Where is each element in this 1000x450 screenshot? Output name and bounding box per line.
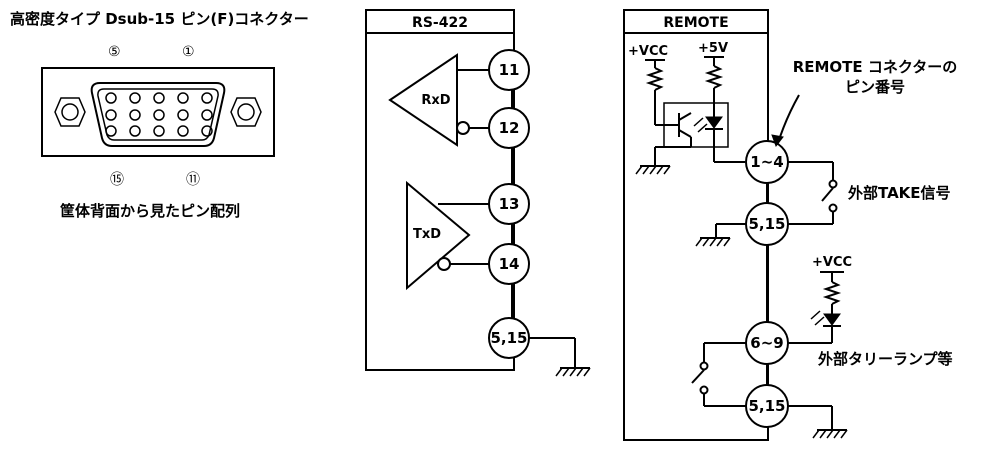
connector-caption: 筐体背面から見たピン配列 xyxy=(60,202,240,220)
remote-pin-1-4: 1~4 xyxy=(745,140,789,184)
pin-hole xyxy=(129,92,141,104)
pin-hole xyxy=(129,125,141,137)
vcc-resistor xyxy=(645,59,665,103)
txd-label: TxD xyxy=(413,227,441,242)
pin-hole xyxy=(201,109,213,121)
dsub-pin-holes xyxy=(105,92,213,137)
pin-hole xyxy=(105,92,117,104)
svg-text:5,15: 5,15 xyxy=(490,329,527,347)
pin-hole xyxy=(201,125,213,137)
remote-ground-lower xyxy=(788,405,848,439)
rxd-label: RxD xyxy=(421,93,450,108)
callout-arrow xyxy=(771,94,800,148)
svg-text:1~4: 1~4 xyxy=(750,153,783,171)
receiver-triangle xyxy=(388,53,489,147)
vcc-label: +VCC xyxy=(628,44,668,59)
pin-hole xyxy=(177,109,189,121)
take-signal-label: 外部TAKE信号 xyxy=(847,184,951,202)
svg-text:5,15: 5,15 xyxy=(748,215,785,233)
svg-text:11: 11 xyxy=(499,61,520,79)
pin-hole xyxy=(201,92,213,104)
pin-label-bottom-right: ⑪ xyxy=(186,172,200,188)
remote-pin-5-15-lower: 5,15 xyxy=(745,384,789,428)
dsub-connector-shell xyxy=(41,67,275,157)
rs422-pin-11: 11 xyxy=(488,49,530,91)
lamp-vcc-label: +VCC xyxy=(812,255,852,270)
pin-hole xyxy=(177,125,189,137)
pin-label-bottom-left: ⑮ xyxy=(110,172,124,188)
pin-hole xyxy=(153,125,165,137)
pin-hole xyxy=(105,125,117,137)
pin-hole xyxy=(153,109,165,121)
remote-title: REMOTE xyxy=(663,15,728,31)
remote-ground-upper xyxy=(695,223,746,247)
pin-label-top-right: ① xyxy=(182,44,195,60)
rs422-pin-12: 12 xyxy=(488,107,530,149)
pin-hole xyxy=(105,109,117,121)
pin-hole xyxy=(153,92,165,104)
tally-lamp-label: 外部タリーランプ等 xyxy=(817,350,953,368)
transmitter-triangle xyxy=(406,180,489,291)
v5-resistor xyxy=(704,56,724,103)
rs422-title: RS-422 xyxy=(412,15,468,31)
rs422-pin-14: 14 xyxy=(488,243,530,285)
v5-label: +5V xyxy=(698,41,728,56)
remote-pin-6-9: 6~9 xyxy=(745,321,789,365)
remote-pin-5-15-upper: 5,15 xyxy=(745,202,789,246)
connector-title: 高密度タイプ Dsub-15 ピン(F)コネクター xyxy=(10,10,309,28)
rs422-pin-ground: 5,15 xyxy=(488,317,530,359)
pin-hole xyxy=(177,92,189,104)
svg-text:12: 12 xyxy=(499,119,520,137)
svg-text:13: 13 xyxy=(499,195,520,213)
optocoupler xyxy=(654,102,745,163)
svg-text:REMOTE コネクターの: REMOTE コネクターの xyxy=(793,58,958,76)
lamp-circuit xyxy=(788,271,844,344)
tally-relay-switch xyxy=(691,342,746,407)
rs422-pin-13: 13 xyxy=(488,183,530,225)
pin-callout: REMOTE コネクターの ピン番号 xyxy=(793,58,958,96)
svg-text:6~9: 6~9 xyxy=(750,334,783,352)
opto-ground-symbol xyxy=(635,146,691,175)
rs422-ground-symbol xyxy=(529,337,591,377)
svg-text:ピン番号: ピン番号 xyxy=(845,78,905,96)
svg-text:14: 14 xyxy=(499,255,520,273)
pin-label-top-left: ⑤ xyxy=(108,44,121,60)
take-switch xyxy=(788,161,838,225)
svg-text:5,15: 5,15 xyxy=(748,397,785,415)
pin-hole xyxy=(129,109,141,121)
